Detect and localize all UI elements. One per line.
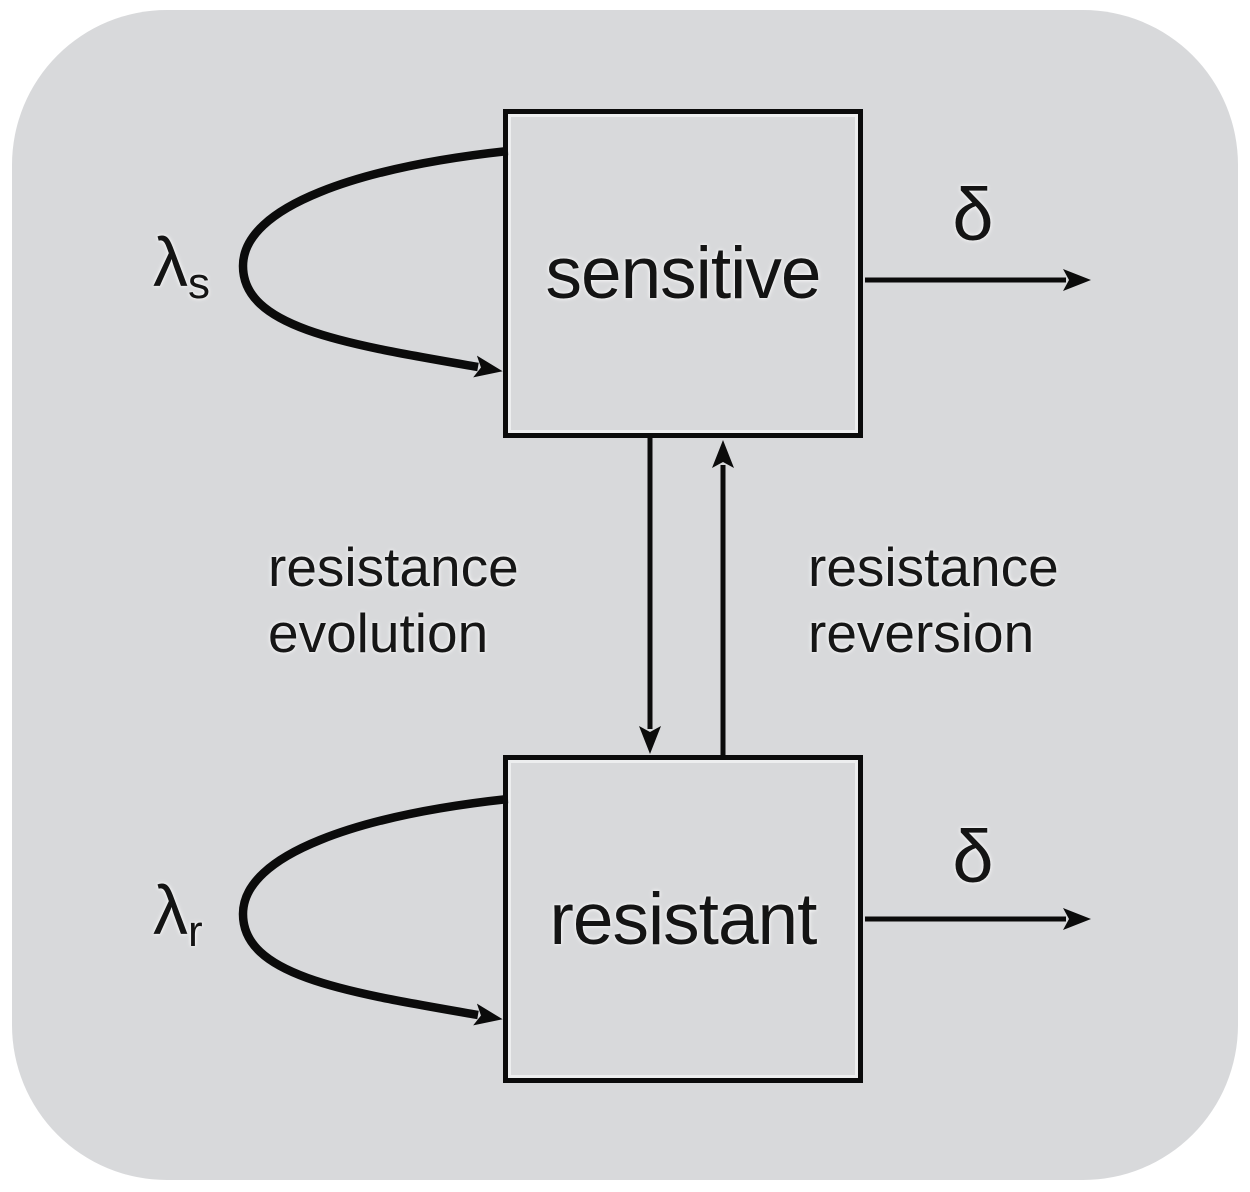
lambda-s-rate-label: λs — [153, 222, 210, 306]
self-loop-arrow-sensitive — [238, 146, 509, 378]
lambda-r-symbol: λ — [153, 871, 188, 949]
resistance-reversion-line1: resistance — [808, 536, 1059, 598]
resistant-compartment-label: resistant — [549, 878, 818, 960]
resistance-evolution-line1: resistance — [268, 536, 519, 598]
delta-exit-label-resistant: δ — [952, 815, 994, 898]
self-loop-arrow-resistant — [238, 794, 509, 1026]
delta-exit-label-sensitive: δ — [952, 173, 994, 256]
lambda-r-subscript: r — [188, 907, 203, 956]
resistance-reversion-label: resistance reversion — [808, 534, 1059, 666]
panel-background — [12, 10, 1238, 1180]
resistance-evolution-label: resistance evolution — [268, 534, 519, 666]
sensitive-compartment-label: sensitive — [545, 233, 821, 314]
lambda-s-symbol: λ — [153, 223, 188, 301]
resistant-compartment-box: resistant — [503, 755, 863, 1083]
lambda-r-rate-label: λr — [153, 870, 203, 954]
resistance-evolution-line2: evolution — [268, 602, 489, 664]
lambda-s-subscript: s — [188, 259, 210, 308]
sensitive-compartment-box: sensitive — [503, 109, 863, 438]
resistance-reversion-line2: reversion — [808, 602, 1035, 664]
